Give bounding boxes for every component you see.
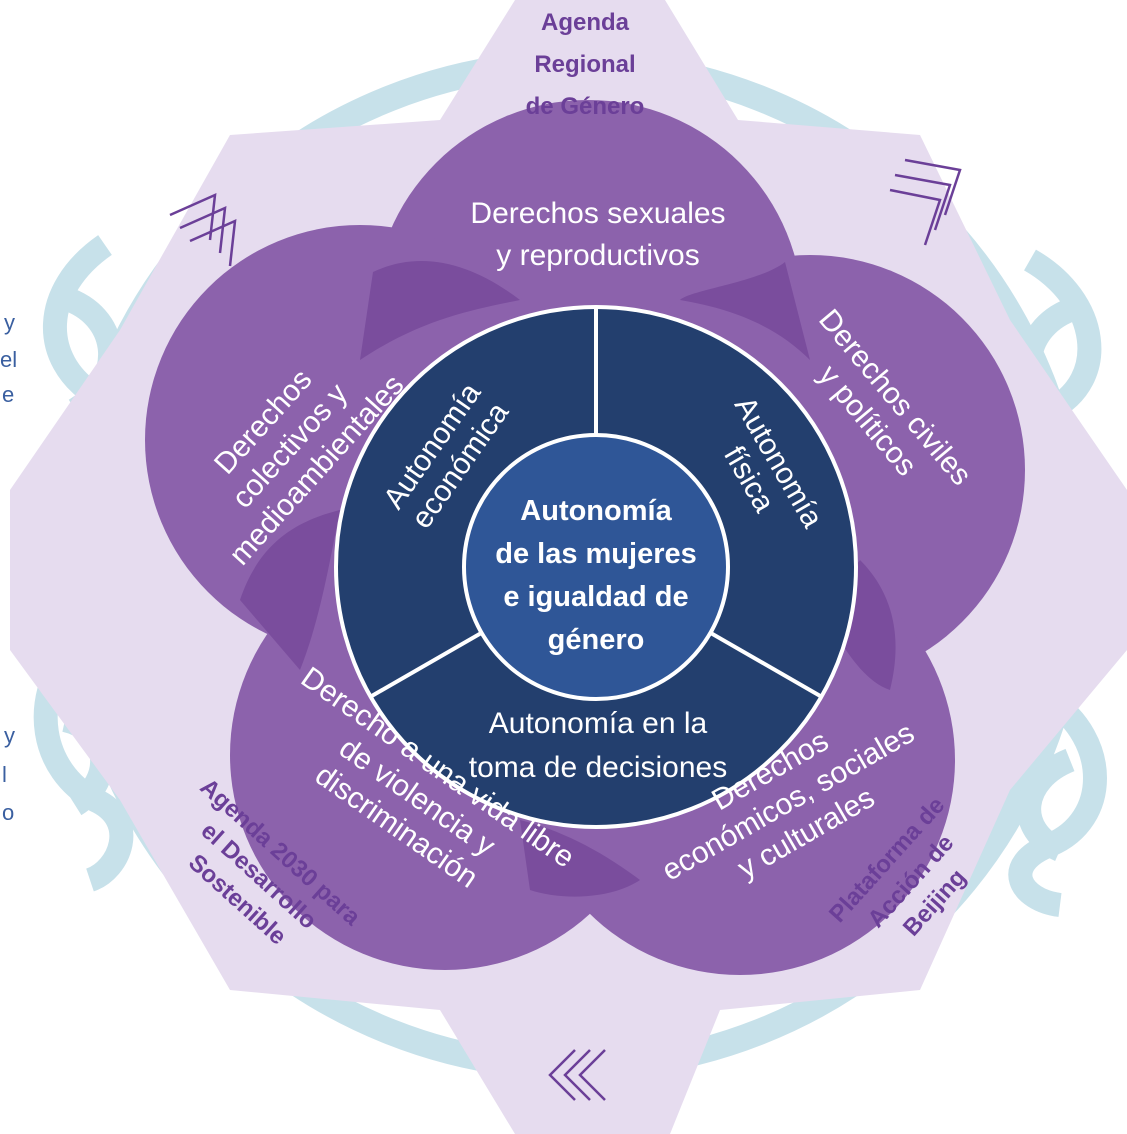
petal-overlaps [240, 261, 896, 897]
core-line-4: género [548, 624, 645, 656]
side-lower-1: y [4, 723, 15, 748]
side-upper-1: y [4, 310, 15, 335]
side-fragments-lower: y l o [2, 723, 15, 825]
decisions-autonomy-line-1: Autonomía en la [489, 707, 708, 740]
sector-divider-right [708, 630, 823, 699]
arrow-top-right-icon [889, 158, 962, 246]
regional-agenda-line-2: Regional [534, 51, 635, 78]
side-fragments-upper: y el e [0, 310, 17, 407]
label-decisions-autonomy: Autonomía en la toma de decisiones [469, 707, 728, 784]
sexual-rights-line-2: y reproductivos [496, 239, 699, 272]
side-upper-2: el [0, 347, 17, 372]
arrow-bottom-icon [548, 1049, 606, 1101]
arrow-top-left-icon [169, 192, 237, 267]
decisions-autonomy-line-2: toma de decisiones [469, 751, 728, 784]
side-lower-2: l [2, 762, 7, 787]
side-lower-3: o [2, 800, 14, 825]
label-regional-agenda: Agenda Regional de Género [526, 9, 645, 120]
regional-agenda-line-1: Agenda [541, 9, 630, 36]
label-sexual-rights: Derechos sexuales y reproductivos [470, 197, 725, 272]
side-upper-3: e [2, 382, 14, 407]
core-circle [462, 433, 730, 701]
rope-knot-right-lower [1008, 690, 1107, 917]
sector-divider-left [369, 630, 484, 699]
core-label: Autonomía de las mujeres e igualdad de g… [495, 495, 697, 656]
core-line-1: Autonomía [520, 495, 672, 527]
sexual-rights-line-1: Derechos sexuales [470, 197, 725, 230]
core-line-2: de las mujeres [495, 538, 697, 570]
regional-agenda-line-3: de Género [526, 93, 645, 120]
core-line-3: e igualdad de [503, 581, 688, 613]
